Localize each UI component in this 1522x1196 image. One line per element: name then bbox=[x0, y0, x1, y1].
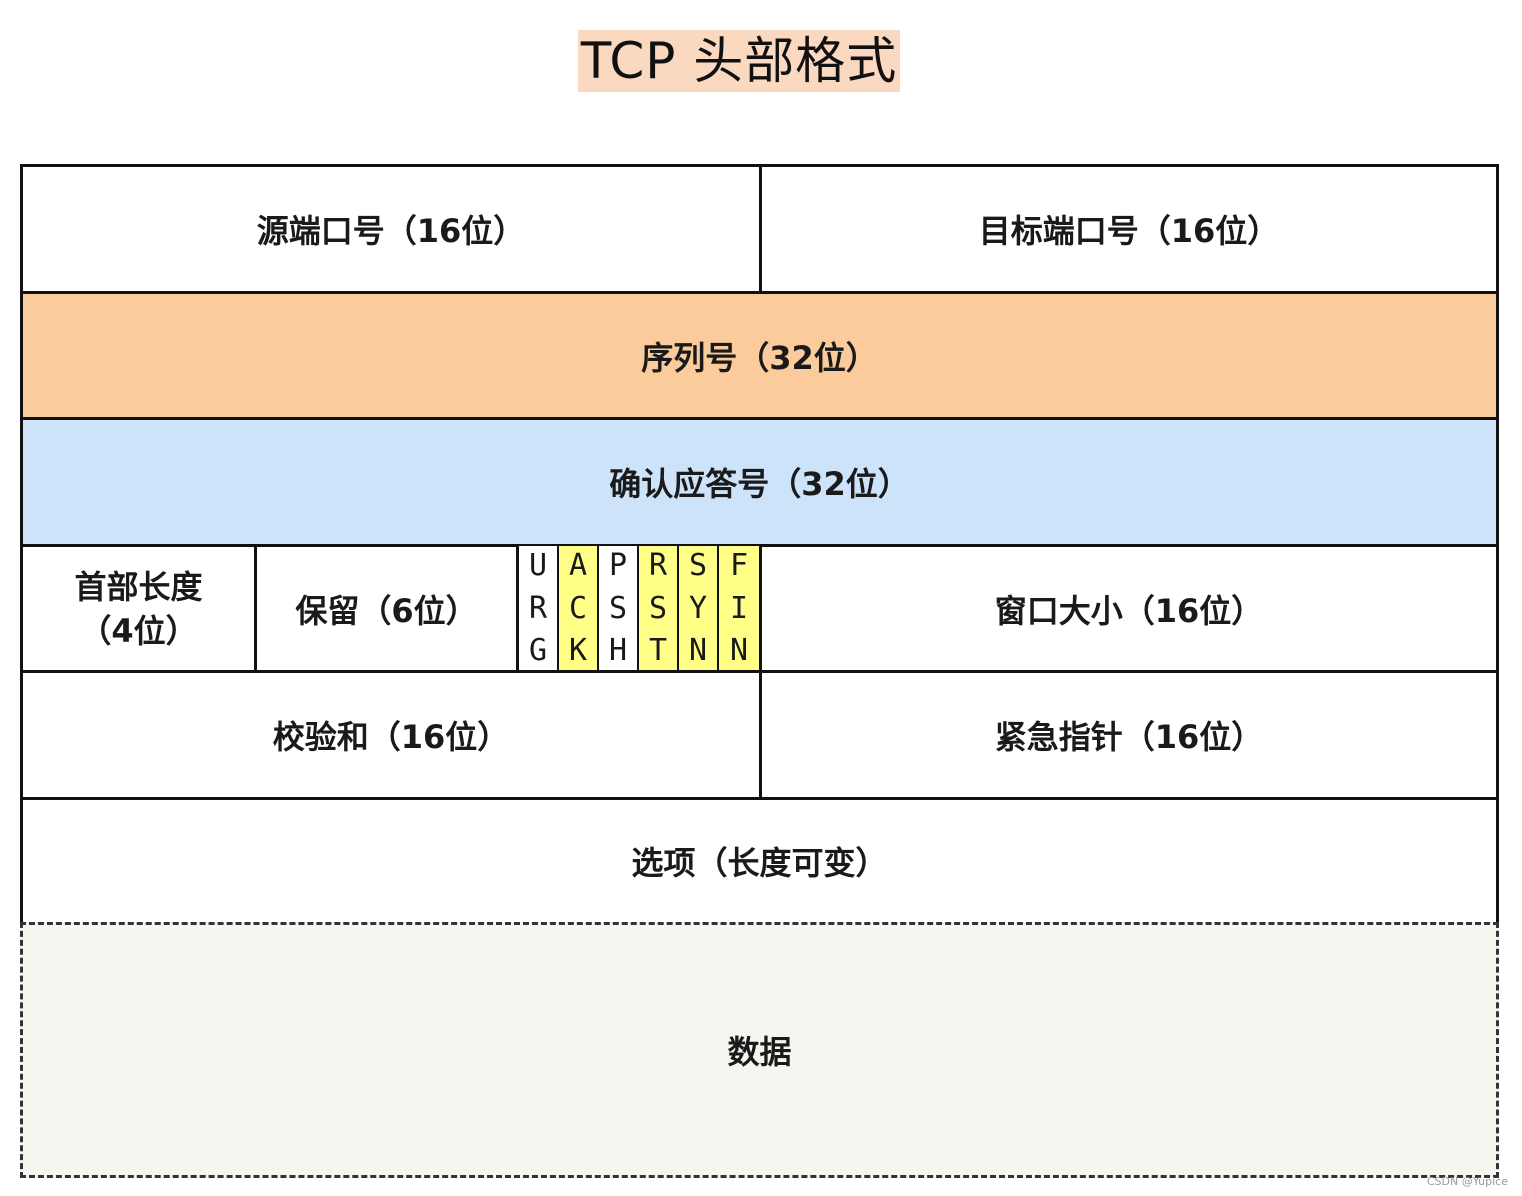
flag-rst: R S T bbox=[637, 544, 679, 673]
data-label: 数据 bbox=[727, 1033, 792, 1071]
flag-ack-char-3: K bbox=[568, 633, 588, 668]
urgent-pointer-label: 紧急指针（16位） bbox=[994, 718, 1264, 756]
window-size-label: 窗口大小（16位） bbox=[994, 591, 1264, 630]
flag-fin-char-3: N bbox=[729, 633, 749, 668]
ack-number-label: 确认应答号（32位） bbox=[609, 465, 910, 503]
flag-rst-char-3: T bbox=[648, 633, 668, 668]
flag-urg: U R G bbox=[517, 544, 559, 673]
flag-ack: A C K bbox=[557, 544, 599, 673]
flag-fin: F I N bbox=[717, 544, 761, 673]
flag-ack-char-2: C bbox=[568, 590, 588, 626]
flag-syn-char-3: N bbox=[688, 633, 708, 668]
flag-ack-char-1: A bbox=[568, 548, 588, 583]
header-length-field: 首部长度（4位） bbox=[20, 544, 257, 673]
diagram-title: TCP 头部格式 bbox=[578, 30, 900, 92]
flag-rst-char-1: R bbox=[648, 548, 668, 583]
data-field: 数据 bbox=[20, 922, 1499, 1178]
flag-urg-char-2: R bbox=[528, 590, 548, 626]
checksum-field: 校验和（16位） bbox=[20, 670, 762, 800]
options-field: 选项（长度可变） bbox=[20, 797, 1499, 925]
urgent-pointer-field: 紧急指针（16位） bbox=[759, 670, 1499, 800]
flag-fin-char-1: F bbox=[729, 548, 749, 583]
flag-syn: S Y N bbox=[677, 544, 719, 673]
sequence-number-label: 序列号（32位） bbox=[641, 338, 878, 377]
reserved-label: 保留（6位） bbox=[295, 591, 478, 630]
flag-psh-char-2: S bbox=[608, 590, 628, 626]
ack-number-field: 确认应答号（32位） bbox=[20, 417, 1499, 547]
options-label: 选项（长度可变） bbox=[631, 844, 888, 882]
flag-rst-char-2: S bbox=[648, 590, 668, 626]
destination-port-label: 目标端口号（16位） bbox=[978, 212, 1280, 250]
header-length-label: 首部长度（4位） bbox=[74, 567, 203, 650]
flag-psh-char-3: H bbox=[608, 633, 628, 668]
flag-psh: P S H bbox=[597, 544, 639, 673]
flag-fin-char-2: I bbox=[729, 590, 749, 626]
sequence-number-field: 序列号（32位） bbox=[20, 291, 1499, 420]
destination-port-field: 目标端口号（16位） bbox=[759, 164, 1499, 294]
flag-urg-char-3: G bbox=[528, 633, 548, 668]
flag-syn-char-1: S bbox=[688, 548, 708, 583]
watermark: CSDN @Yupice bbox=[1426, 1175, 1508, 1188]
flag-urg-char-1: U bbox=[528, 548, 548, 583]
flag-psh-char-1: P bbox=[608, 548, 628, 583]
flag-syn-char-2: Y bbox=[688, 590, 708, 626]
source-port-label: 源端口号（16位） bbox=[256, 212, 526, 250]
reserved-field: 保留（6位） bbox=[254, 544, 519, 673]
source-port-field: 源端口号（16位） bbox=[20, 164, 762, 294]
checksum-label: 校验和（16位） bbox=[272, 718, 510, 756]
window-size-field: 窗口大小（16位） bbox=[759, 544, 1499, 673]
